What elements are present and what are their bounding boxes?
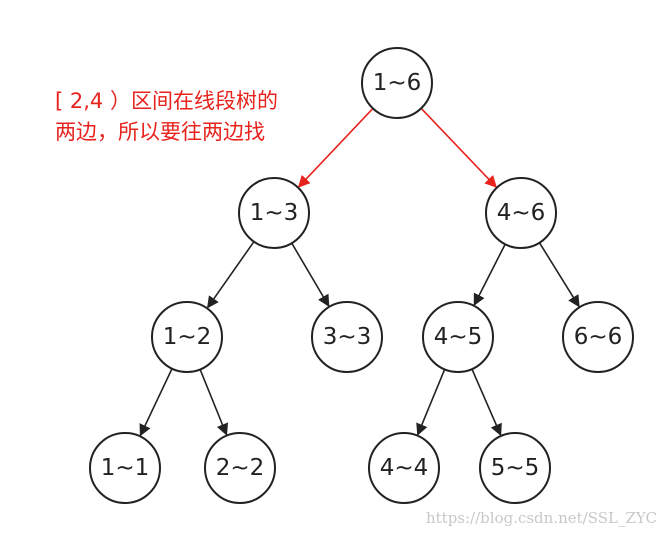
annotation-note: [ 2,4 ）区间在线段树的 两边，所以要往两边找 <box>55 86 278 148</box>
node-label: 1~1 <box>101 455 150 481</box>
tree-node-n12: 1~2 <box>151 301 223 373</box>
edge-n13-n12 <box>206 241 255 309</box>
edge-root-n13 <box>297 107 374 188</box>
tree-node-n46: 4~6 <box>485 177 557 249</box>
tree-node-n45: 4~5 <box>422 301 494 373</box>
tree-node-n22: 2~2 <box>204 432 276 504</box>
node-circle <box>151 301 223 373</box>
tree-nodes: 1~6 1~3 4~6 1~2 3~3 4~5 6~6 1~1 2~2 4~4 5~5 <box>89 47 634 504</box>
node-circle <box>361 47 433 119</box>
edge-n46-n45 <box>473 243 506 306</box>
node-label: 3~3 <box>323 324 372 350</box>
node-circle <box>368 432 440 504</box>
tree-node-n11: 1~1 <box>89 432 161 504</box>
watermark-url: https://blog.csdn.net/SSL_ZYC <box>425 509 657 527</box>
node-circle <box>204 432 276 504</box>
node-circle <box>422 301 494 373</box>
edge-n12-n22 <box>199 369 229 436</box>
node-circle <box>479 432 551 504</box>
node-circle <box>562 301 634 373</box>
tree-node-n55: 5~5 <box>479 432 551 504</box>
tree-node-root: 1~6 <box>361 47 433 119</box>
edge-n12-n11 <box>139 368 173 437</box>
edge-n45-n44 <box>416 369 446 436</box>
edge-n45-n55 <box>471 368 502 437</box>
edge-root-n46 <box>420 107 497 188</box>
node-circle <box>89 432 161 504</box>
node-circle <box>311 301 383 373</box>
node-label: 1~3 <box>250 200 299 226</box>
tree-node-n44: 4~4 <box>368 432 440 504</box>
node-label: 4~6 <box>497 200 546 226</box>
edge-n46-n66 <box>538 242 580 308</box>
node-label: 2~2 <box>216 455 265 481</box>
tree-node-n66: 6~6 <box>562 301 634 373</box>
tree-node-n33: 3~3 <box>311 301 383 373</box>
node-label: 4~5 <box>434 324 483 350</box>
node-circle <box>485 177 557 249</box>
tree-edges <box>139 107 580 437</box>
node-label: 1~6 <box>373 70 422 96</box>
annotation-line-1: [ 2,4 ）区间在线段树的 <box>55 89 278 113</box>
node-circle <box>238 177 310 249</box>
tree-node-n13: 1~3 <box>238 177 310 249</box>
edge-n13-n33 <box>291 242 330 308</box>
node-label: 6~6 <box>574 324 623 350</box>
annotation-line-2: 两边，所以要往两边找 <box>55 120 265 144</box>
node-label: 5~5 <box>491 455 540 481</box>
node-label: 1~2 <box>163 324 212 350</box>
node-label: 4~4 <box>380 455 429 481</box>
